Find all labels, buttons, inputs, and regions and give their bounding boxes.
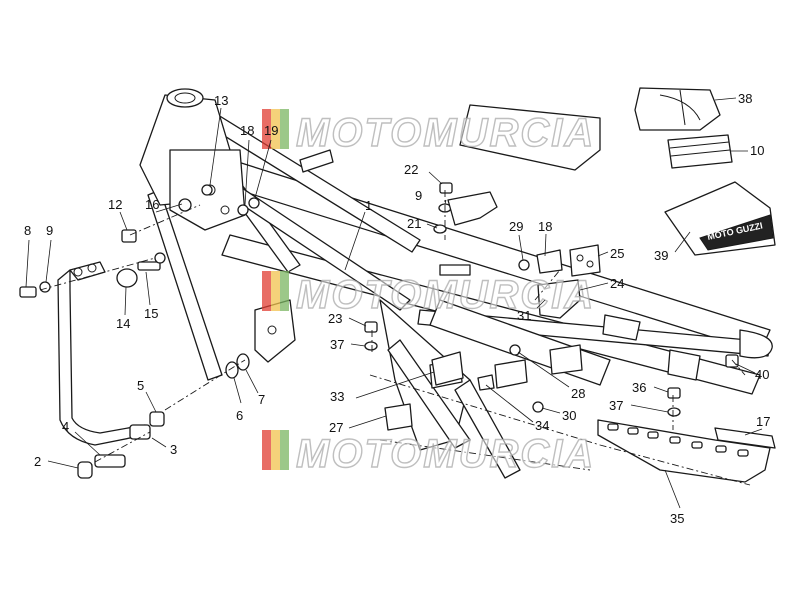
callout-21: 21 (407, 216, 421, 231)
callout-13: 13 (214, 93, 228, 108)
watermark-stripe-yellow (271, 430, 280, 470)
watermark-bottom: MOTOMURCIA (262, 430, 595, 477)
watermark-stripe-red (262, 430, 271, 470)
main-frame (139, 88, 773, 479)
callout-31: 31 (517, 308, 531, 323)
callout-17: 17 (756, 414, 770, 429)
callout-leaders (25, 97, 763, 509)
callout-8: 8 (24, 223, 31, 238)
watermark-stripe-red (262, 271, 271, 311)
callout-25: 25 (610, 246, 624, 261)
fasteners (19, 182, 739, 431)
callout-18-right: 18 (538, 219, 552, 234)
callout-2: 2 (34, 454, 41, 469)
callout-numbers: 1 2 3 4 5 6 7 8 9 9 10 12 13 14 15 16 17… (24, 91, 770, 526)
manual-cover-band (699, 214, 774, 251)
watermark-stripe-green (280, 430, 289, 470)
callout-19: 19 (264, 123, 278, 138)
callout-36: 36 (632, 380, 646, 395)
watermark-middle: MOTOMURCIA (262, 271, 595, 318)
callout-33: 33 (330, 389, 344, 404)
callout-37-right: 37 (609, 398, 623, 413)
watermark-top: MOTOMURCIA (262, 109, 595, 156)
accessories: MOTO GUZZI (459, 87, 776, 256)
callout-7: 7 (258, 392, 265, 407)
callout-37-left: 37 (330, 337, 344, 352)
skid-plate (597, 419, 776, 483)
watermark-stripe-yellow (271, 271, 280, 311)
callout-23: 23 (328, 311, 342, 326)
callout-24: 24 (610, 276, 624, 291)
watermark-stripe-green (280, 271, 289, 311)
engine-guard-bar (57, 261, 165, 479)
callout-4: 4 (62, 419, 69, 434)
watermark-stripe-green (280, 109, 289, 149)
callout-22: 22 (404, 162, 418, 177)
callout-5: 5 (137, 378, 144, 393)
assembly-lines (39, 190, 751, 486)
callout-9-left: 9 (46, 223, 53, 238)
callout-12: 12 (108, 197, 122, 212)
callout-16: 16 (145, 197, 159, 212)
callout-29: 29 (509, 219, 523, 234)
callout-40: 40 (755, 367, 769, 382)
callout-27: 27 (329, 420, 343, 435)
callout-35: 35 (670, 511, 684, 526)
watermark-text: MOTOMURCIA (296, 273, 595, 317)
callout-9-top: 9 (415, 188, 422, 203)
watermark-text: MOTOMURCIA (296, 432, 595, 476)
callout-14: 14 (116, 316, 130, 331)
callout-39: 39 (654, 248, 668, 263)
callout-34: 34 (535, 418, 549, 433)
callout-38: 38 (738, 91, 752, 106)
callout-6: 6 (236, 408, 243, 423)
watermark-text: MOTOMURCIA (296, 111, 595, 155)
watermark-stripe-red (262, 109, 271, 149)
callout-30: 30 (562, 408, 576, 423)
callout-28: 28 (571, 386, 585, 401)
callout-15: 15 (144, 306, 158, 321)
callout-3: 3 (170, 442, 177, 457)
callout-1: 1 (365, 198, 372, 213)
callout-10: 10 (750, 143, 764, 158)
watermark-stripe-yellow (271, 109, 280, 149)
callout-18-left: 18 (240, 123, 254, 138)
